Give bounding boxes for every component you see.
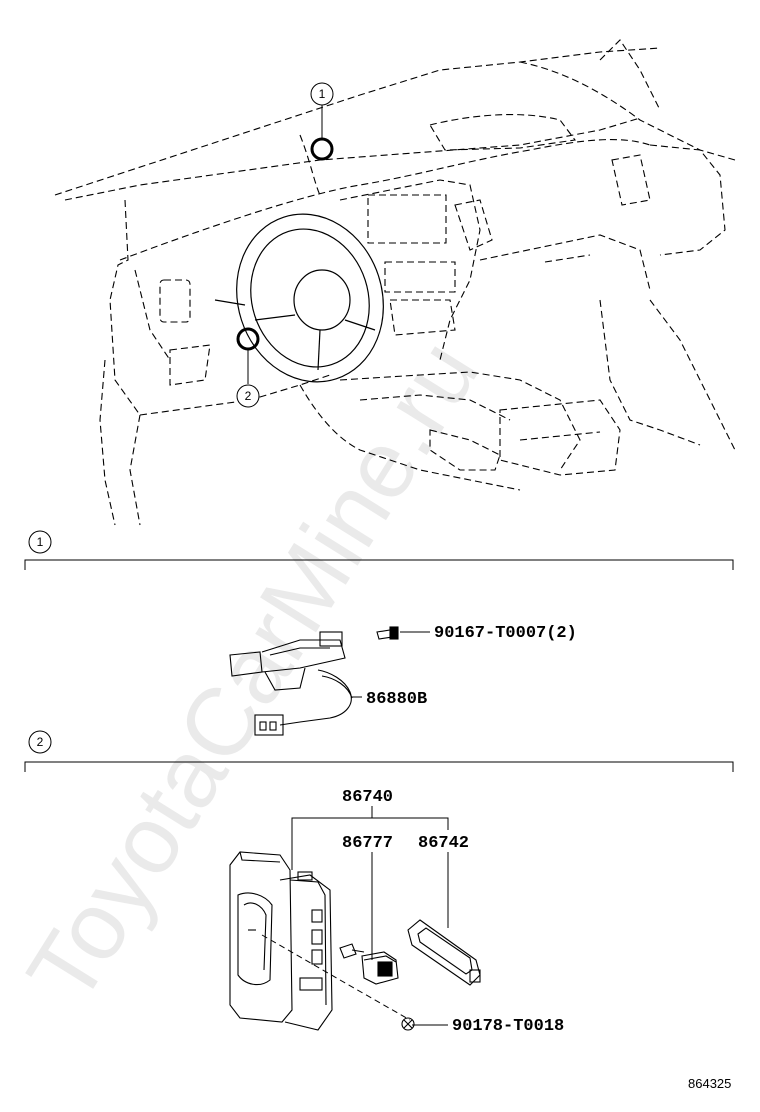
bracket-frame-drawing — [407, 919, 481, 986]
section-1-header: 1 — [24, 530, 734, 570]
section-2-marker: 2 — [37, 735, 44, 749]
label-86740: 86740 — [342, 788, 393, 807]
callout-2-marker: 2 — [236, 327, 260, 408]
section-1-leaders — [352, 631, 430, 698]
label-90167-T0007: 90167-T0007(2) — [434, 624, 577, 643]
sensor-part-drawing — [229, 626, 399, 736]
section-1-marker: 1 — [37, 535, 44, 549]
relay-part-drawing — [339, 943, 399, 985]
section-2-leaders — [291, 806, 449, 1026]
assembly-guide-line — [261, 934, 411, 1021]
watermark: ToyotaCarMine.ru — [7, 322, 499, 1021]
label-90178-T0018: 90178-T0018 — [452, 1017, 564, 1036]
callout-1-marker: 1 — [310, 82, 334, 161]
steering-wheel-drawing — [214, 213, 384, 383]
section-2-header: 2 — [24, 730, 734, 772]
diagram-id: 864325 — [688, 1076, 731, 1091]
label-86777: 86777 — [342, 834, 393, 853]
watermark-text: ToyotaCarMine.ru — [7, 322, 499, 1021]
callout-2-number: 2 — [245, 389, 252, 403]
control-module-drawing — [229, 851, 333, 1031]
callout-1-number: 1 — [319, 87, 326, 101]
dashboard-overview-drawing — [54, 39, 736, 526]
screw-drawing — [401, 1017, 415, 1031]
label-86742: 86742 — [418, 834, 469, 853]
label-86880B: 86880B — [366, 690, 427, 709]
